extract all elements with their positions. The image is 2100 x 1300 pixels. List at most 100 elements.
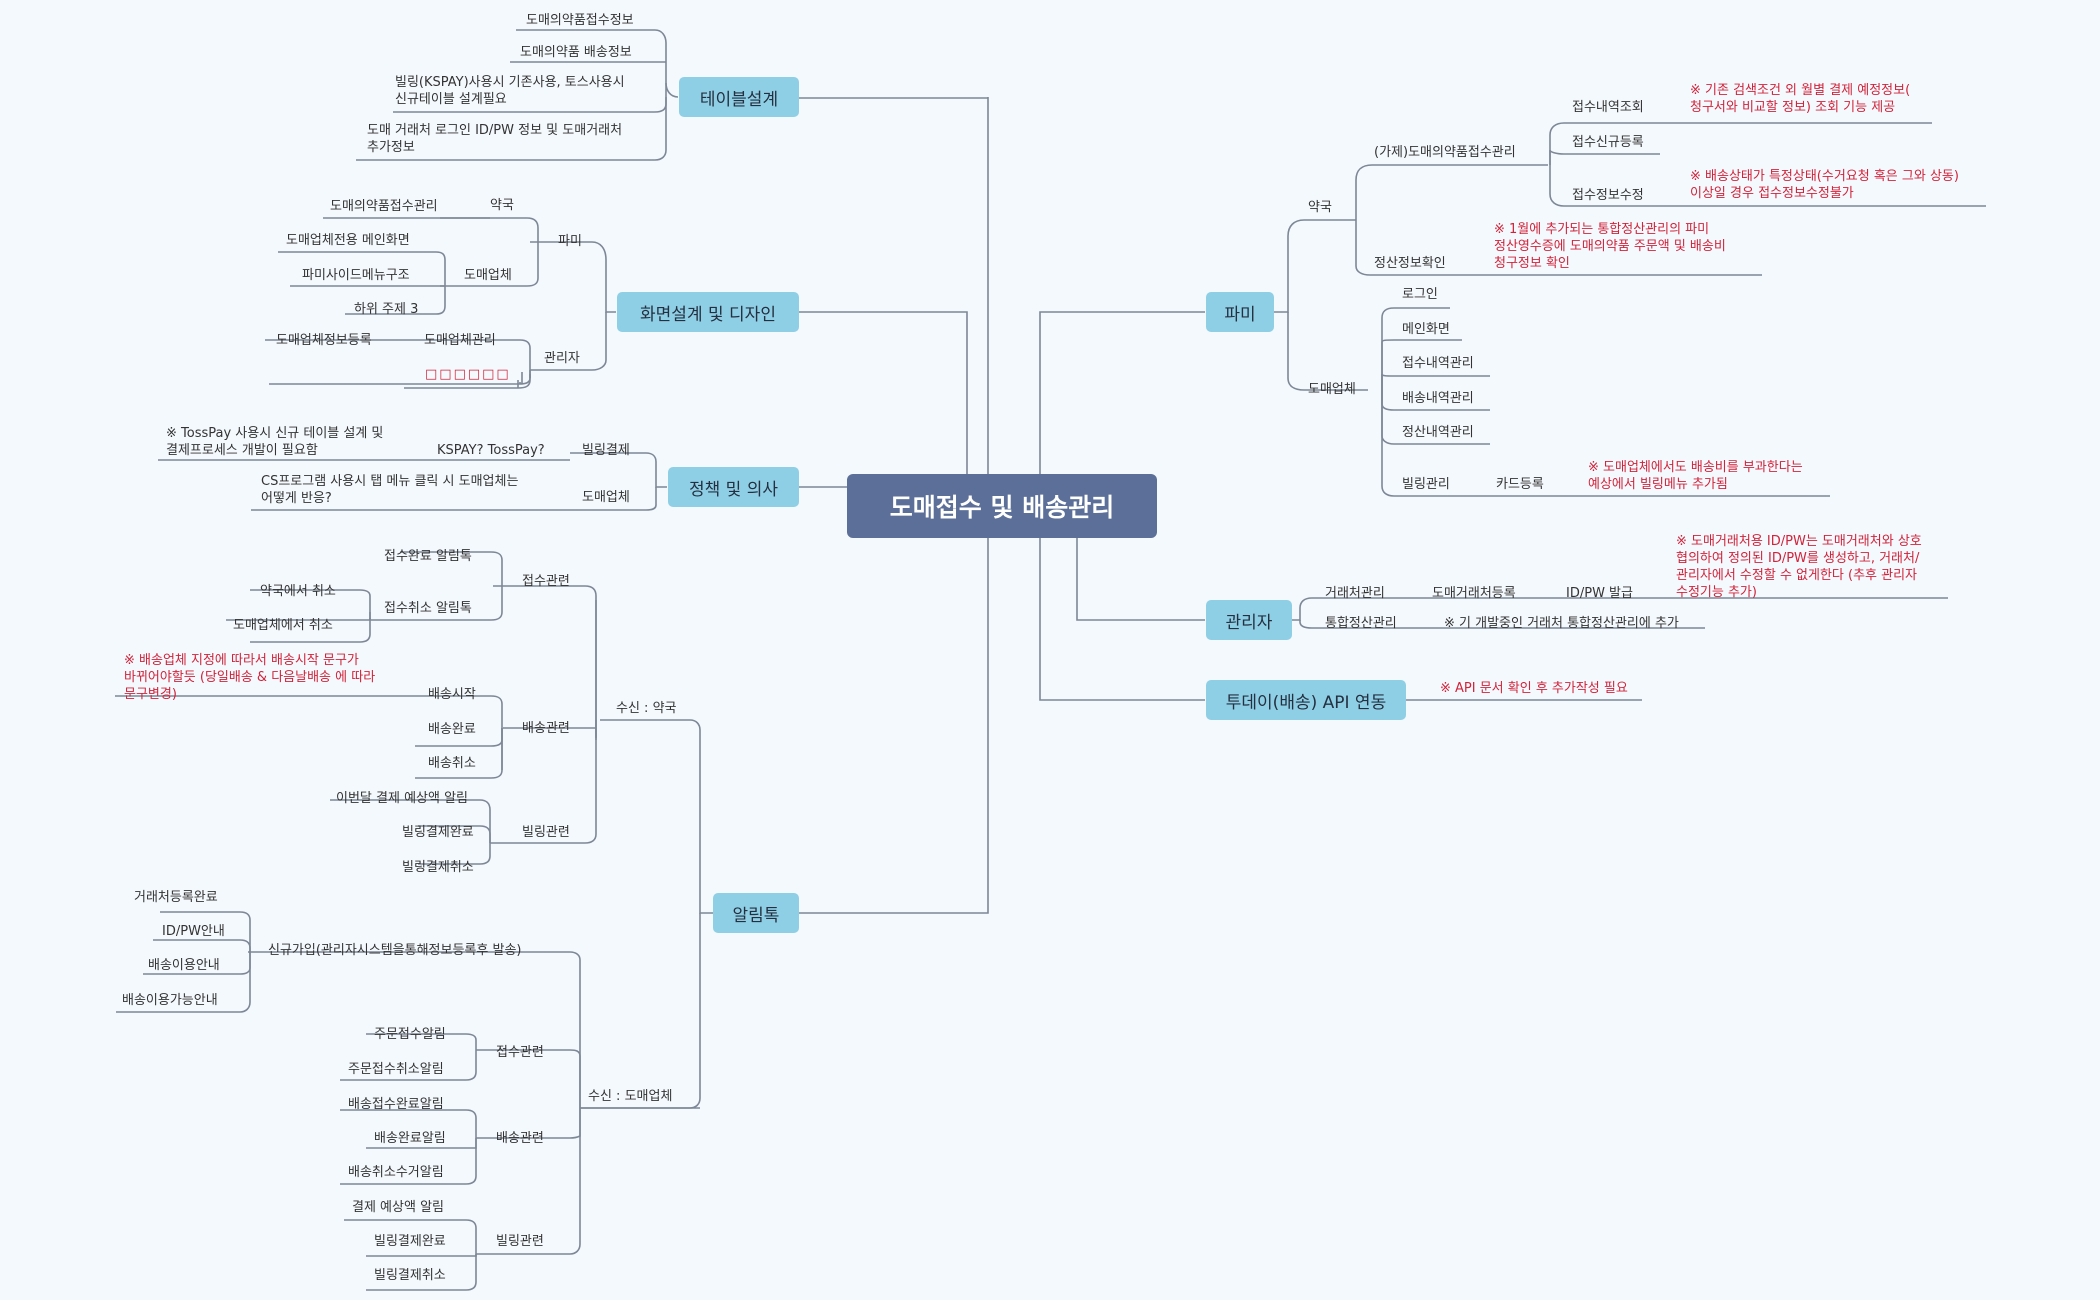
screen-ws-sub[interactable]: 하위 주제 3 bbox=[354, 302, 419, 317]
alim-w-reg-done[interactable]: 거래처등록완료 bbox=[134, 890, 218, 905]
topic-admin[interactable]: 관리자 bbox=[1206, 600, 1292, 640]
table-login-info[interactable]: 도매 거래처 로그인 ID/PW 정보 및 도매거래처 추가정보 bbox=[367, 123, 623, 155]
topic-table-design[interactable]: 테이블설계 bbox=[679, 77, 799, 117]
alim-w-ship[interactable]: 배송관련 bbox=[496, 1131, 544, 1146]
alim-p-ship-done[interactable]: 배송완료 bbox=[428, 722, 476, 737]
admin-settle[interactable]: 통합정산관리 bbox=[1325, 616, 1397, 631]
connector bbox=[345, 286, 446, 315]
topic-alimtalk[interactable]: 알림톡 bbox=[713, 893, 799, 933]
policy-cs[interactable]: CS프로그램 사용시 탭 메뉴 클릭 시 도매업체는 어떻게 반응? bbox=[261, 474, 519, 506]
alim-w-bill[interactable]: 빌링관련 bbox=[496, 1234, 544, 1249]
connector bbox=[344, 1219, 477, 1254]
screen-ws-main[interactable]: 도매업체전용 메인화면 bbox=[286, 233, 410, 248]
alim-recv-wholesaler[interactable]: 수신 : 도매업체 bbox=[588, 1089, 673, 1104]
topic-screen-design[interactable]: 화면설계 및 디자인 bbox=[617, 292, 799, 332]
alim-w-bill-expect[interactable]: 결제 예상액 알림 bbox=[352, 1200, 444, 1215]
policy-toss-note: ※ TossPay 사용시 신규 테이블 설계 및 결제프로세스 개발이 필요함 bbox=[166, 426, 384, 458]
alim-w-ship-cancel[interactable]: 배송취소수거알림 bbox=[348, 1165, 444, 1180]
pharm-settle-hist[interactable]: 정산내역관리 bbox=[1402, 425, 1474, 440]
pharm-settle[interactable]: 정산정보확인 bbox=[1374, 256, 1446, 271]
screen-ws-menu[interactable]: 파미사이드메뉴구조 bbox=[302, 268, 410, 283]
pharm-settle-note: ※ 1월에 추가되는 통합정산관리의 파미 정산영수증에 도매의약품 주문액 및… bbox=[1494, 222, 1726, 271]
screen-mgr-ws-reg[interactable]: 도매업체정보등록 bbox=[276, 333, 372, 348]
policy-wholesaler[interactable]: 도매업체 bbox=[582, 490, 630, 505]
alim-w-idpw[interactable]: ID/PW안내 bbox=[162, 924, 225, 939]
policy-kspay[interactable]: KSPAY? TossPay? bbox=[437, 443, 545, 458]
connector bbox=[1292, 597, 1394, 621]
alim-p-cancel-pharmacy[interactable]: 약국에서 취소 bbox=[260, 584, 336, 599]
connector bbox=[1381, 390, 1576, 497]
alim-p-ship-note: ※ 배송업체 지정에 따라서 배송시작 문구가 바뀌어야할듯 (당일배송 & 다… bbox=[124, 653, 376, 702]
pharm-rx-lookup-note: ※ 기존 검색조건 외 월별 결제 예정정보( 청구서와 비교할 정보) 조회 … bbox=[1690, 83, 1911, 115]
pharm-wholesaler[interactable]: 도매업체 bbox=[1308, 382, 1356, 397]
connector bbox=[798, 537, 989, 914]
table-rx-ship-info[interactable]: 도매의약품 배송정보 bbox=[520, 45, 632, 60]
alim-p-cancel-ws[interactable]: 도매업체에서 취소 bbox=[233, 618, 333, 633]
alim-p-bill-expect[interactable]: 이번달 결제 예상액 알림 bbox=[336, 791, 468, 806]
screen-mgr-ws[interactable]: 도매업체관리 bbox=[424, 333, 496, 348]
connector bbox=[115, 695, 503, 728]
connector bbox=[418, 825, 491, 843]
table-rx-accept-info[interactable]: 도매의약품접수정보 bbox=[526, 13, 634, 28]
alim-w-bill-done[interactable]: 빌링결제완료 bbox=[374, 1234, 446, 1249]
alim-w-ship-accept[interactable]: 배송접수완료알림 bbox=[348, 1097, 444, 1112]
alim-w-bill-cancel[interactable]: 빌링결제취소 bbox=[374, 1268, 446, 1283]
screen-pharmi[interactable]: 파미 bbox=[558, 234, 582, 249]
alim-p-bill[interactable]: 빌링관련 bbox=[522, 825, 570, 840]
pharm-rx-new[interactable]: 접수신규등록 bbox=[1572, 135, 1644, 150]
connector bbox=[330, 799, 491, 843]
connector bbox=[153, 939, 251, 952]
connector bbox=[370, 586, 503, 621]
alim-p-bill-cancel[interactable]: 빌링결제취소 bbox=[402, 860, 474, 875]
pharm-login[interactable]: 로그인 bbox=[1402, 287, 1438, 302]
admin-client[interactable]: 거래처관리 bbox=[1325, 586, 1385, 601]
admin-settle-note: ※ 기 개발중인 거래처 통합정산관리에 추가 bbox=[1444, 616, 1679, 631]
connector bbox=[530, 241, 616, 313]
pharm-rx-lookup[interactable]: 접수내역조회 bbox=[1572, 100, 1644, 115]
connector bbox=[1549, 122, 1660, 165]
connector bbox=[356, 97, 667, 161]
alim-p-ship[interactable]: 배송관련 bbox=[522, 721, 570, 736]
pharm-billing[interactable]: 빌링관리 bbox=[1402, 477, 1450, 492]
alim-w-signup[interactable]: 신규가입(관리자시스템을통해정보등록후 발송) bbox=[268, 943, 522, 958]
alim-p-bill-done[interactable]: 빌링결제완료 bbox=[402, 825, 474, 840]
pharm-rx-edit[interactable]: 접수정보수정 bbox=[1572, 188, 1644, 203]
screen-pharmacy-rx[interactable]: 도매의약품접수관리 bbox=[330, 199, 438, 214]
alim-p-accept[interactable]: 접수관련 bbox=[522, 574, 570, 589]
alim-p-ship-start[interactable]: 배송시작 bbox=[428, 687, 476, 702]
connector bbox=[476, 1049, 581, 1108]
alim-p-ship-cancel[interactable]: 배송취소 bbox=[428, 756, 476, 771]
connector bbox=[366, 1254, 477, 1291]
screen-wholesaler[interactable]: 도매업체 bbox=[464, 268, 512, 283]
admin-ws-reg[interactable]: 도매거래처등록 bbox=[1432, 586, 1516, 601]
connector bbox=[1039, 311, 1205, 484]
screen-mgr-blank[interactable]: □□□□□□ bbox=[425, 367, 511, 382]
pharm-pharmacy[interactable]: 약국 bbox=[1308, 200, 1332, 215]
admin-idpw[interactable]: ID/PW 발급 bbox=[1566, 586, 1633, 601]
alim-w-accept[interactable]: 접수관련 bbox=[496, 1045, 544, 1060]
pharm-ship-hist[interactable]: 배송내역관리 bbox=[1402, 391, 1474, 406]
pharm-main-screen[interactable]: 메인화면 bbox=[1402, 322, 1450, 337]
topic-today-api[interactable]: 투데이(배송) API 연동 bbox=[1206, 680, 1406, 720]
alim-w-order[interactable]: 주문접수알림 bbox=[374, 1027, 446, 1042]
alim-w-ship-done[interactable]: 배송완료알림 bbox=[374, 1131, 446, 1146]
alim-recv-pharmacy[interactable]: 수신 : 약국 bbox=[616, 701, 677, 716]
screen-pharmacy[interactable]: 약국 bbox=[490, 198, 514, 213]
connector bbox=[1076, 537, 1205, 621]
alim-p-accept-done[interactable]: 접수완료 알림톡 bbox=[384, 549, 472, 564]
pharm-card-note: ※ 도매업체에서도 배송비를 부과한다는 예상에서 빌링메뉴 추가됨 bbox=[1588, 460, 1803, 492]
topic-pharmi[interactable]: 파미 bbox=[1206, 292, 1274, 332]
topic-policy[interactable]: 정책 및 의사 bbox=[668, 467, 799, 507]
alim-w-use-ok[interactable]: 배송이용가능안내 bbox=[122, 993, 218, 1008]
pharm-accept-hist[interactable]: 접수내역관리 bbox=[1402, 356, 1474, 371]
pharm-rx-mgmt[interactable]: (가제)도매의약품접수관리 bbox=[1374, 145, 1516, 160]
alim-w-use[interactable]: 배송이용안내 bbox=[148, 958, 220, 973]
alim-w-order-cancel[interactable]: 주문접수취소알림 bbox=[348, 1062, 444, 1077]
central-topic[interactable]: 도매접수 및 배송관리 bbox=[847, 474, 1157, 538]
policy-billing[interactable]: 빌링결제 bbox=[582, 443, 630, 458]
screen-manager[interactable]: 관리자 bbox=[544, 351, 580, 366]
alim-p-accept-cancel[interactable]: 접수취소 알림톡 bbox=[384, 601, 472, 616]
table-billing[interactable]: 빌링(KSPAY)사용시 기존사용, 토스사용시 신규테이블 설계필요 bbox=[395, 75, 625, 107]
connector bbox=[160, 911, 251, 952]
pharm-card[interactable]: 카드등록 bbox=[1496, 477, 1544, 492]
